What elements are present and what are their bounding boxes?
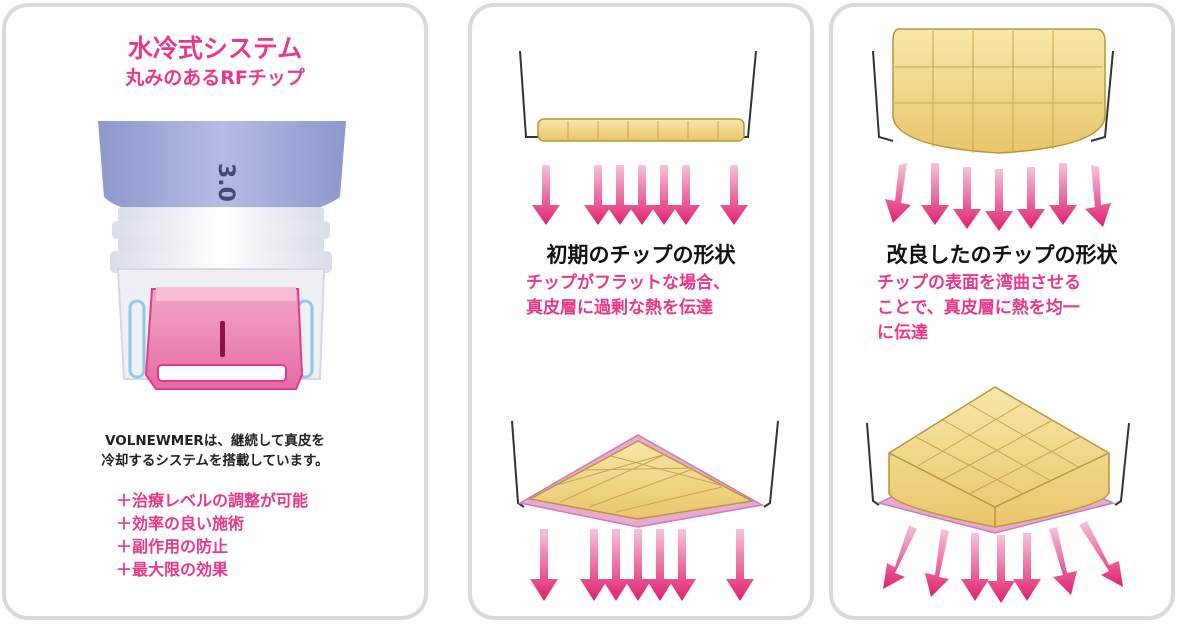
description-line: に伝達 bbox=[877, 323, 928, 343]
panel1-subtitle: 丸みのあるRFチップ bbox=[125, 67, 305, 89]
curved-tip-perspective-diagram bbox=[866, 386, 1130, 603]
description-line: VOLNEWMERは、継続して真皮を bbox=[105, 433, 325, 449]
panel3-title: 改良したのチップの形状 bbox=[886, 243, 1118, 267]
heat-arrows bbox=[885, 163, 1111, 231]
benefits-list: ＋治療レベルの調整が可能 ＋効率の良い施術 ＋副作用の防止 ＋最大限の効果 bbox=[116, 489, 308, 581]
device-setting-label: 3.0 bbox=[213, 163, 238, 202]
description-line: ことで、真皮層に熱を均一 bbox=[877, 298, 1080, 318]
flat-tip-perspective-diagram bbox=[511, 420, 779, 601]
benefit-item: ＋最大限の効果 bbox=[116, 560, 229, 579]
benefit-item: ＋効率の良い施術 bbox=[116, 514, 245, 533]
benefit-item: ＋副作用の防止 bbox=[116, 537, 229, 556]
panel1-title: 水冷式システム bbox=[127, 34, 303, 63]
improved-tip-panel: 改良したのチップの形状 チップの表面を湾曲させる ことで、真皮層に熱を均一 に伝… bbox=[829, 3, 1175, 620]
heat-arrows bbox=[883, 521, 1123, 603]
panel2-title: 初期のチップの形状 bbox=[546, 243, 736, 267]
cooling-system-panel: 水冷式システム 丸みのあるRFチップ 3.0 VOLNEWMERは、継続して真皮… bbox=[2, 3, 428, 620]
panel3-description: チップの表面を湾曲させる ことで、真皮層に熱を均一 に伝達 bbox=[877, 271, 1081, 346]
description-line: 冷却するシステムを搭載しています。 bbox=[101, 453, 329, 469]
flat-tip-side-diagram bbox=[519, 50, 757, 225]
heat-arrows bbox=[530, 529, 754, 601]
heat-arrows bbox=[532, 165, 748, 225]
description-line: チップがフラットな場合、 bbox=[526, 273, 730, 293]
initial-tip-panel: 初期のチップの形状 チップがフラットな場合、 真皮層に過剰な熱を伝達 bbox=[468, 3, 814, 620]
curved-tip-side-diagram bbox=[872, 28, 1114, 231]
panel1-description: VOLNEWMERは、継続して真皮を 冷却するシステムを搭載しています。 bbox=[6, 431, 424, 471]
description-line: 真皮層に過剰な熱を伝達 bbox=[526, 298, 713, 318]
description-line: チップの表面を湾曲させる bbox=[877, 273, 1081, 293]
benefit-item: ＋治療レベルの調整が可能 bbox=[116, 491, 309, 510]
rf-device-illustration: 3.0 bbox=[6, 7, 424, 407]
panel2-description: チップがフラットな場合、 真皮層に過剰な熱を伝達 bbox=[526, 271, 730, 321]
